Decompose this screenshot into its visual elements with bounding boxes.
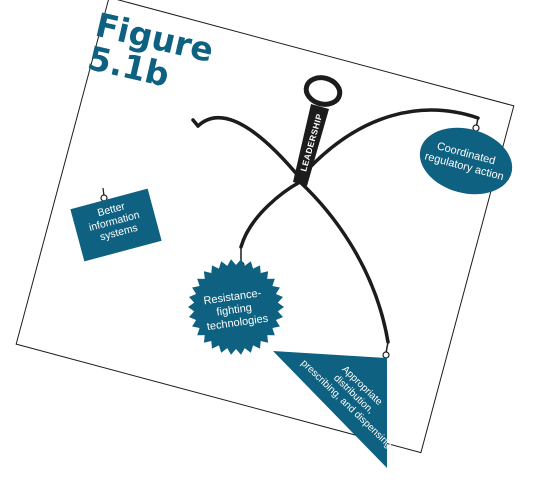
string-appropriate: [385, 341, 389, 354]
resistance-fighting-technologies: Resistance- fighting technologies: [188, 259, 284, 355]
better-info-shape: [70, 188, 162, 262]
resistance-shape: [188, 259, 284, 355]
hook-appropriate: [382, 351, 390, 359]
appropriate-distribution: Appropriate distribution, prescribing, a…: [273, 351, 394, 468]
handle-bar: [293, 104, 329, 186]
coordinated-shape: [419, 127, 513, 195]
resistance-line-2: fighting: [216, 302, 253, 319]
lower-arm: [239, 179, 390, 344]
better-information-systems: Better information systems: [70, 187, 162, 262]
top-arm-left-tip: [191, 118, 200, 128]
handle-ring: [303, 75, 343, 107]
leadership-handle: LEADERSHIP: [293, 75, 343, 186]
coordinated-regulatory-action: Coordinated regulatory action: [419, 124, 513, 195]
appropriate-shape: [273, 351, 387, 468]
